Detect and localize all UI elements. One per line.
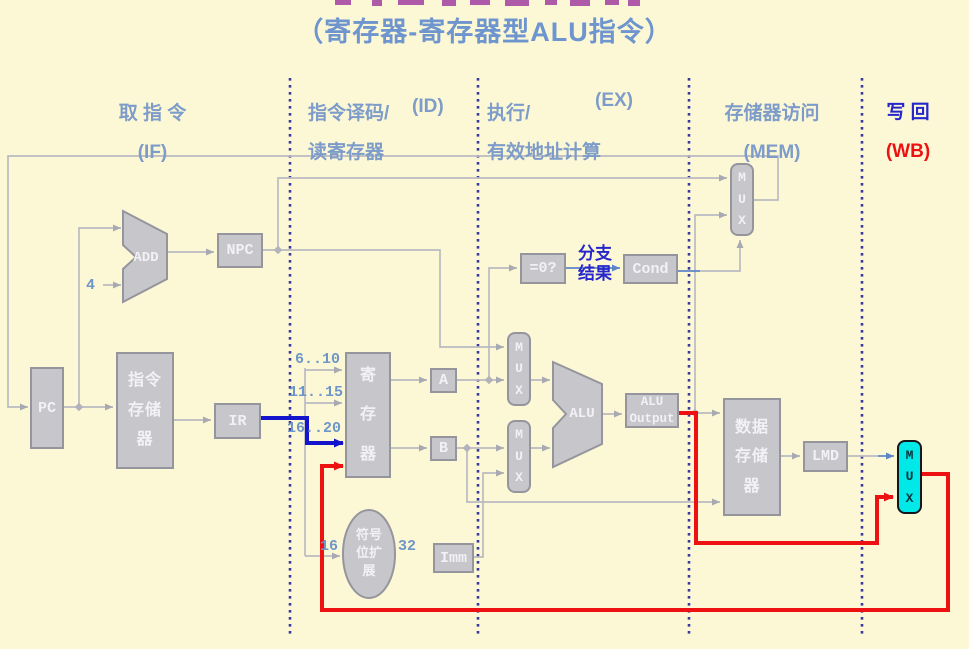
ir-to-regfile-blue-path: [261, 416, 344, 448]
mem-mux: M U X: [730, 163, 754, 236]
stage-ex-line2: 有效地址计算: [487, 142, 602, 164]
stage-id-line1: 指令译码/: [308, 103, 390, 125]
stage-ex-tag: (EX): [595, 90, 633, 111]
stage-header-mem: 存储器访问 (MEM): [712, 85, 832, 182]
stage-if-tag: (IF): [137, 142, 168, 164]
highlight-paths: [261, 411, 950, 612]
cond-register: Cond: [623, 254, 678, 284]
ex-mux-lower: M U X: [507, 420, 531, 493]
stage-header-wb: 写 回 (WB): [876, 84, 940, 181]
stage-header-id: 指令译码/ 读寄存器: [308, 85, 389, 182]
aluout-to-mem-mux-wire: [694, 211, 727, 413]
imm-register: Imm: [433, 543, 474, 573]
stage-header-if: 取 指 令 (IF): [90, 85, 215, 182]
npc-register: NPC: [217, 233, 263, 268]
bits-6-10-label: 6..10: [295, 351, 341, 368]
bit-16-label: 16: [320, 538, 339, 555]
stage-header-ex: 执行/ 有效地址计算: [487, 85, 601, 182]
cond-to-mem-mux-select-wire: [700, 240, 744, 272]
unit-shapes: [122, 209, 603, 599]
instruction-memory: 指令 存储 器: [116, 352, 174, 469]
wb-mux-to-regfile-red-path: [320, 461, 950, 612]
constant-4-label: 4: [86, 277, 96, 294]
ex-mux-upper: M U X: [507, 332, 531, 406]
cropped-title-fragment: [335, 0, 640, 6]
sign-extend-shape: [342, 509, 396, 599]
bit-32-label: 32: [398, 538, 417, 555]
npc-to-mem-mux-wire: [263, 174, 727, 251]
alu-output-register: ALU Output: [625, 393, 679, 428]
page-title: （寄存器-寄存器型ALU指令）: [296, 17, 673, 47]
add-adder-shape: [122, 209, 168, 304]
branch-result-label: 分支 结果: [578, 244, 612, 283]
blue-signal-wires: [566, 264, 894, 460]
stage-mem-label: 存储器访问: [724, 103, 820, 125]
zero-test-unit: =0?: [520, 253, 566, 284]
add-adder-label: ADD: [133, 250, 159, 266]
wb-mux: M U X: [897, 440, 922, 514]
wire-junctions: [74, 245, 700, 453]
a-to-zero-test-wire: [488, 264, 517, 380]
ir-register: IR: [214, 403, 261, 439]
alu-label: ALU: [569, 406, 595, 422]
datapath-wires: [7, 155, 878, 560]
stage-id-tag: (ID): [412, 96, 444, 117]
pc-register: PC: [30, 367, 64, 449]
stage-wb-tag: (WB): [885, 141, 931, 163]
aluout-to-wb-mux-red-path: [679, 411, 894, 545]
sign-extend-label: 符号 位扩 展: [355, 527, 382, 579]
data-memory: 数据 存储 器: [723, 398, 781, 516]
stage-wb-label: 写 回: [886, 102, 930, 124]
b-register: B: [430, 436, 457, 461]
a-register: A: [430, 368, 457, 393]
npc-to-ex-mux-wire: [278, 249, 504, 351]
b-to-dmem-wire: [466, 448, 720, 506]
bits-16-20-label: 16..20: [287, 420, 342, 437]
register-file: 寄 存 器: [345, 352, 391, 478]
lmd-register: LMD: [803, 441, 848, 472]
mux-to-pc-feedback-wire: [7, 155, 779, 411]
alu-shape: [552, 360, 603, 469]
stage-ex-line1: 执行/: [487, 103, 531, 125]
stage-if-label: 取 指 令: [118, 103, 187, 125]
stage-mem-tag: (MEM): [743, 142, 801, 164]
bits-11-15-label: 11..15: [289, 384, 344, 401]
stage-id-line2: 读寄存器: [308, 142, 385, 164]
